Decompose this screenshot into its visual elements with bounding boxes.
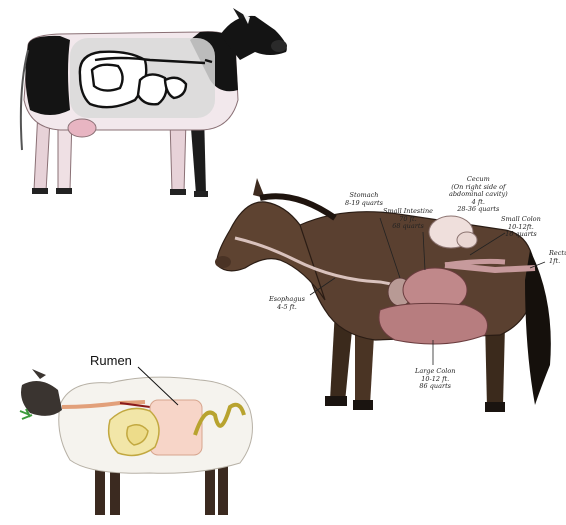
esophagus-label: Esophagus 4-5 ft. bbox=[269, 296, 305, 311]
small-intestine-label: Small Intestine 70 ft. 68 quarts bbox=[383, 208, 433, 231]
cecum-label: Cecum (On right side of abdominal cavity… bbox=[449, 176, 508, 214]
small-colon-label: Small Colon 10-12ft. 16 quarts bbox=[501, 216, 541, 239]
rectum-label: Rectu 1ft. bbox=[549, 250, 566, 265]
sheep-digestive-illustration: Rumen bbox=[0, 345, 270, 525]
large-colon-label: Large Colon 10-12 ft. 86 quarts bbox=[415, 368, 455, 391]
stomach-label: Stomach 8-19 quarts bbox=[345, 192, 383, 207]
rumen-label: Rumen bbox=[90, 353, 132, 368]
sheep-figure bbox=[0, 345, 270, 525]
